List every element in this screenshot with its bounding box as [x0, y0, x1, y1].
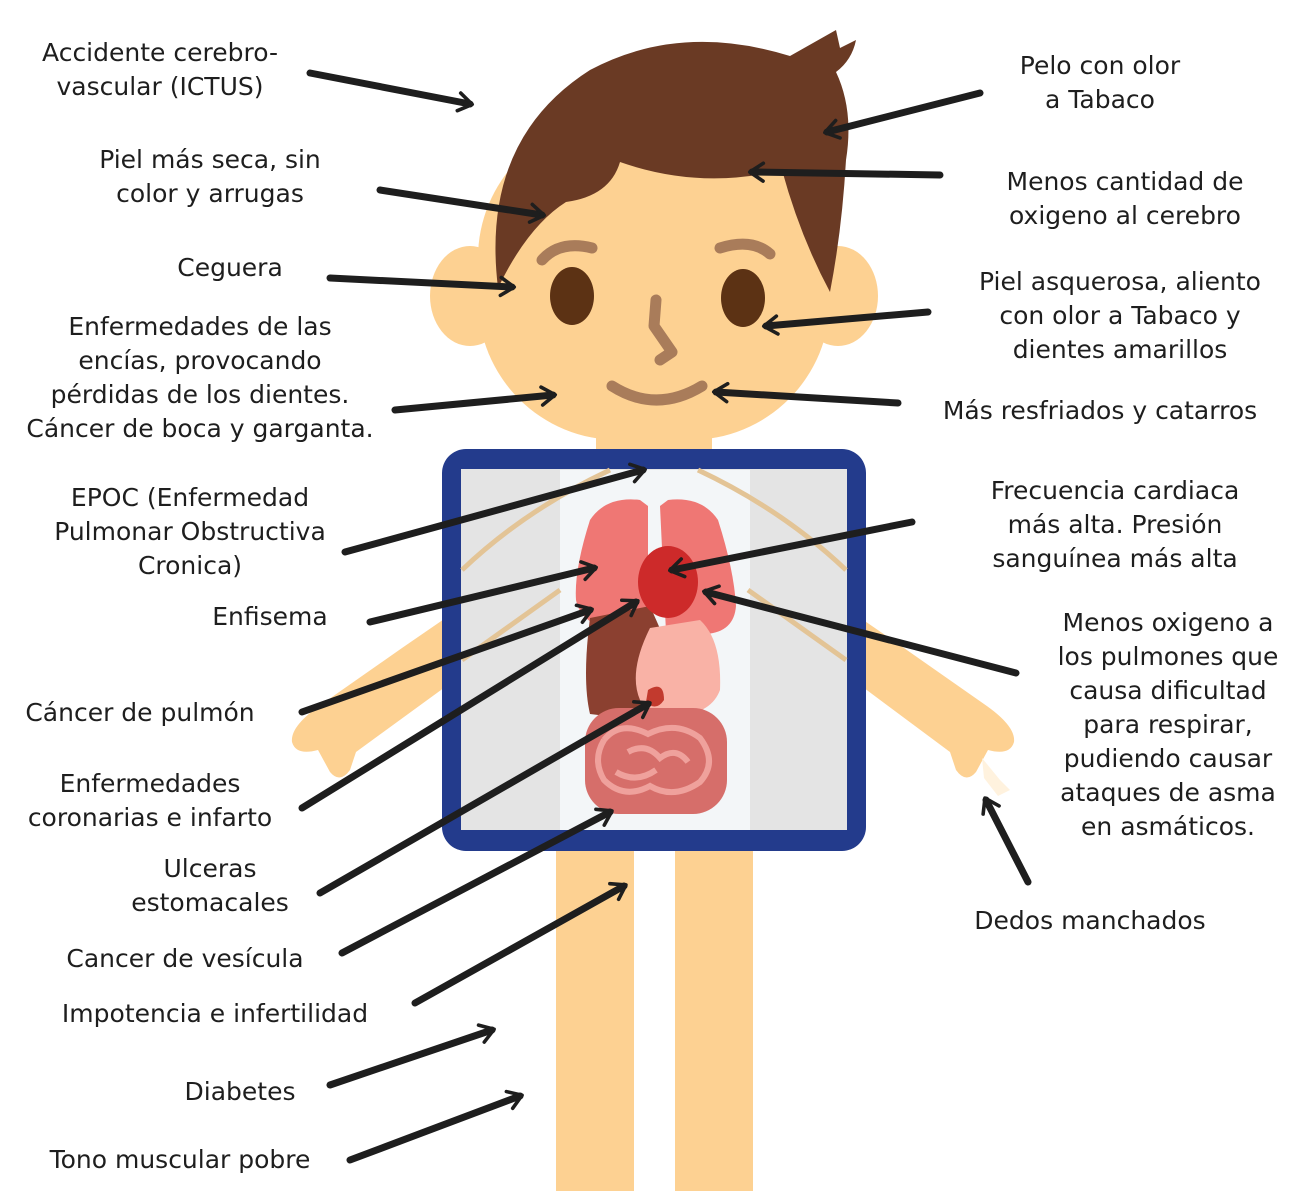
arrow-blindness	[326, 274, 517, 298]
nose	[648, 294, 678, 366]
arrow-fingers	[981, 796, 1032, 886]
label-impotence: Impotencia e infertilidad	[61, 999, 369, 1028]
right-arm	[856, 615, 1015, 778]
label-stained-fingers: Dedos manchados	[974, 906, 1206, 935]
arrow-heart-rate	[668, 518, 916, 579]
arrow-skin	[376, 186, 547, 224]
label-stroke: Accidente cerebro-vascular (ICTUS)	[42, 38, 278, 101]
arrow-emphysema	[366, 560, 598, 626]
pointer-arrows	[298, 69, 1032, 1164]
arrow-breath	[761, 308, 932, 336]
label-blindness: Ceguera	[177, 253, 283, 282]
left-leg	[556, 844, 634, 1191]
arrow-lung-cancer	[298, 603, 594, 716]
arrow-gums	[391, 385, 558, 414]
intestine-coils	[595, 725, 712, 795]
label-muscle-tone: Tono muscular pobre	[49, 1145, 311, 1174]
heart	[638, 546, 698, 618]
left-shoulder-bone	[460, 467, 612, 572]
left-eyebrow	[536, 240, 598, 266]
intestines	[585, 708, 727, 814]
arrow-impotence	[411, 881, 628, 1007]
right-leg	[675, 844, 753, 1191]
stained-fingers	[982, 758, 1010, 796]
arrow-hair	[823, 89, 984, 140]
arrow-gallbladder	[338, 807, 614, 957]
arrow-oxygen-brain	[747, 161, 944, 183]
arrow-muscle	[346, 1089, 524, 1164]
right-eye	[721, 269, 765, 327]
label-colds: Más resfriados y catarros	[942, 396, 1258, 425]
label-lung-cancer: Cáncer de pulmón	[25, 698, 255, 727]
right-shoulder-bone	[696, 467, 848, 572]
arrow-ulcers	[316, 700, 652, 897]
arrow-breathing	[702, 584, 1020, 677]
left-arm	[291, 615, 452, 778]
left-eye	[550, 267, 594, 325]
arrow-stroke	[306, 69, 474, 113]
label-gallbladder-cancer: Cancer de vesícula	[66, 944, 304, 973]
arrow-colds	[711, 381, 902, 407]
arrow-diabetes	[326, 1023, 496, 1089]
right-arm-bone	[746, 587, 848, 663]
hair	[495, 30, 856, 292]
label-diabetes: Diabetes	[184, 1077, 296, 1106]
arrow-copd	[341, 462, 647, 556]
label-emphysema: Enfisema	[212, 602, 328, 631]
mouth	[606, 380, 708, 406]
right-eyebrow	[714, 238, 776, 260]
arrow-coronary	[298, 598, 640, 812]
